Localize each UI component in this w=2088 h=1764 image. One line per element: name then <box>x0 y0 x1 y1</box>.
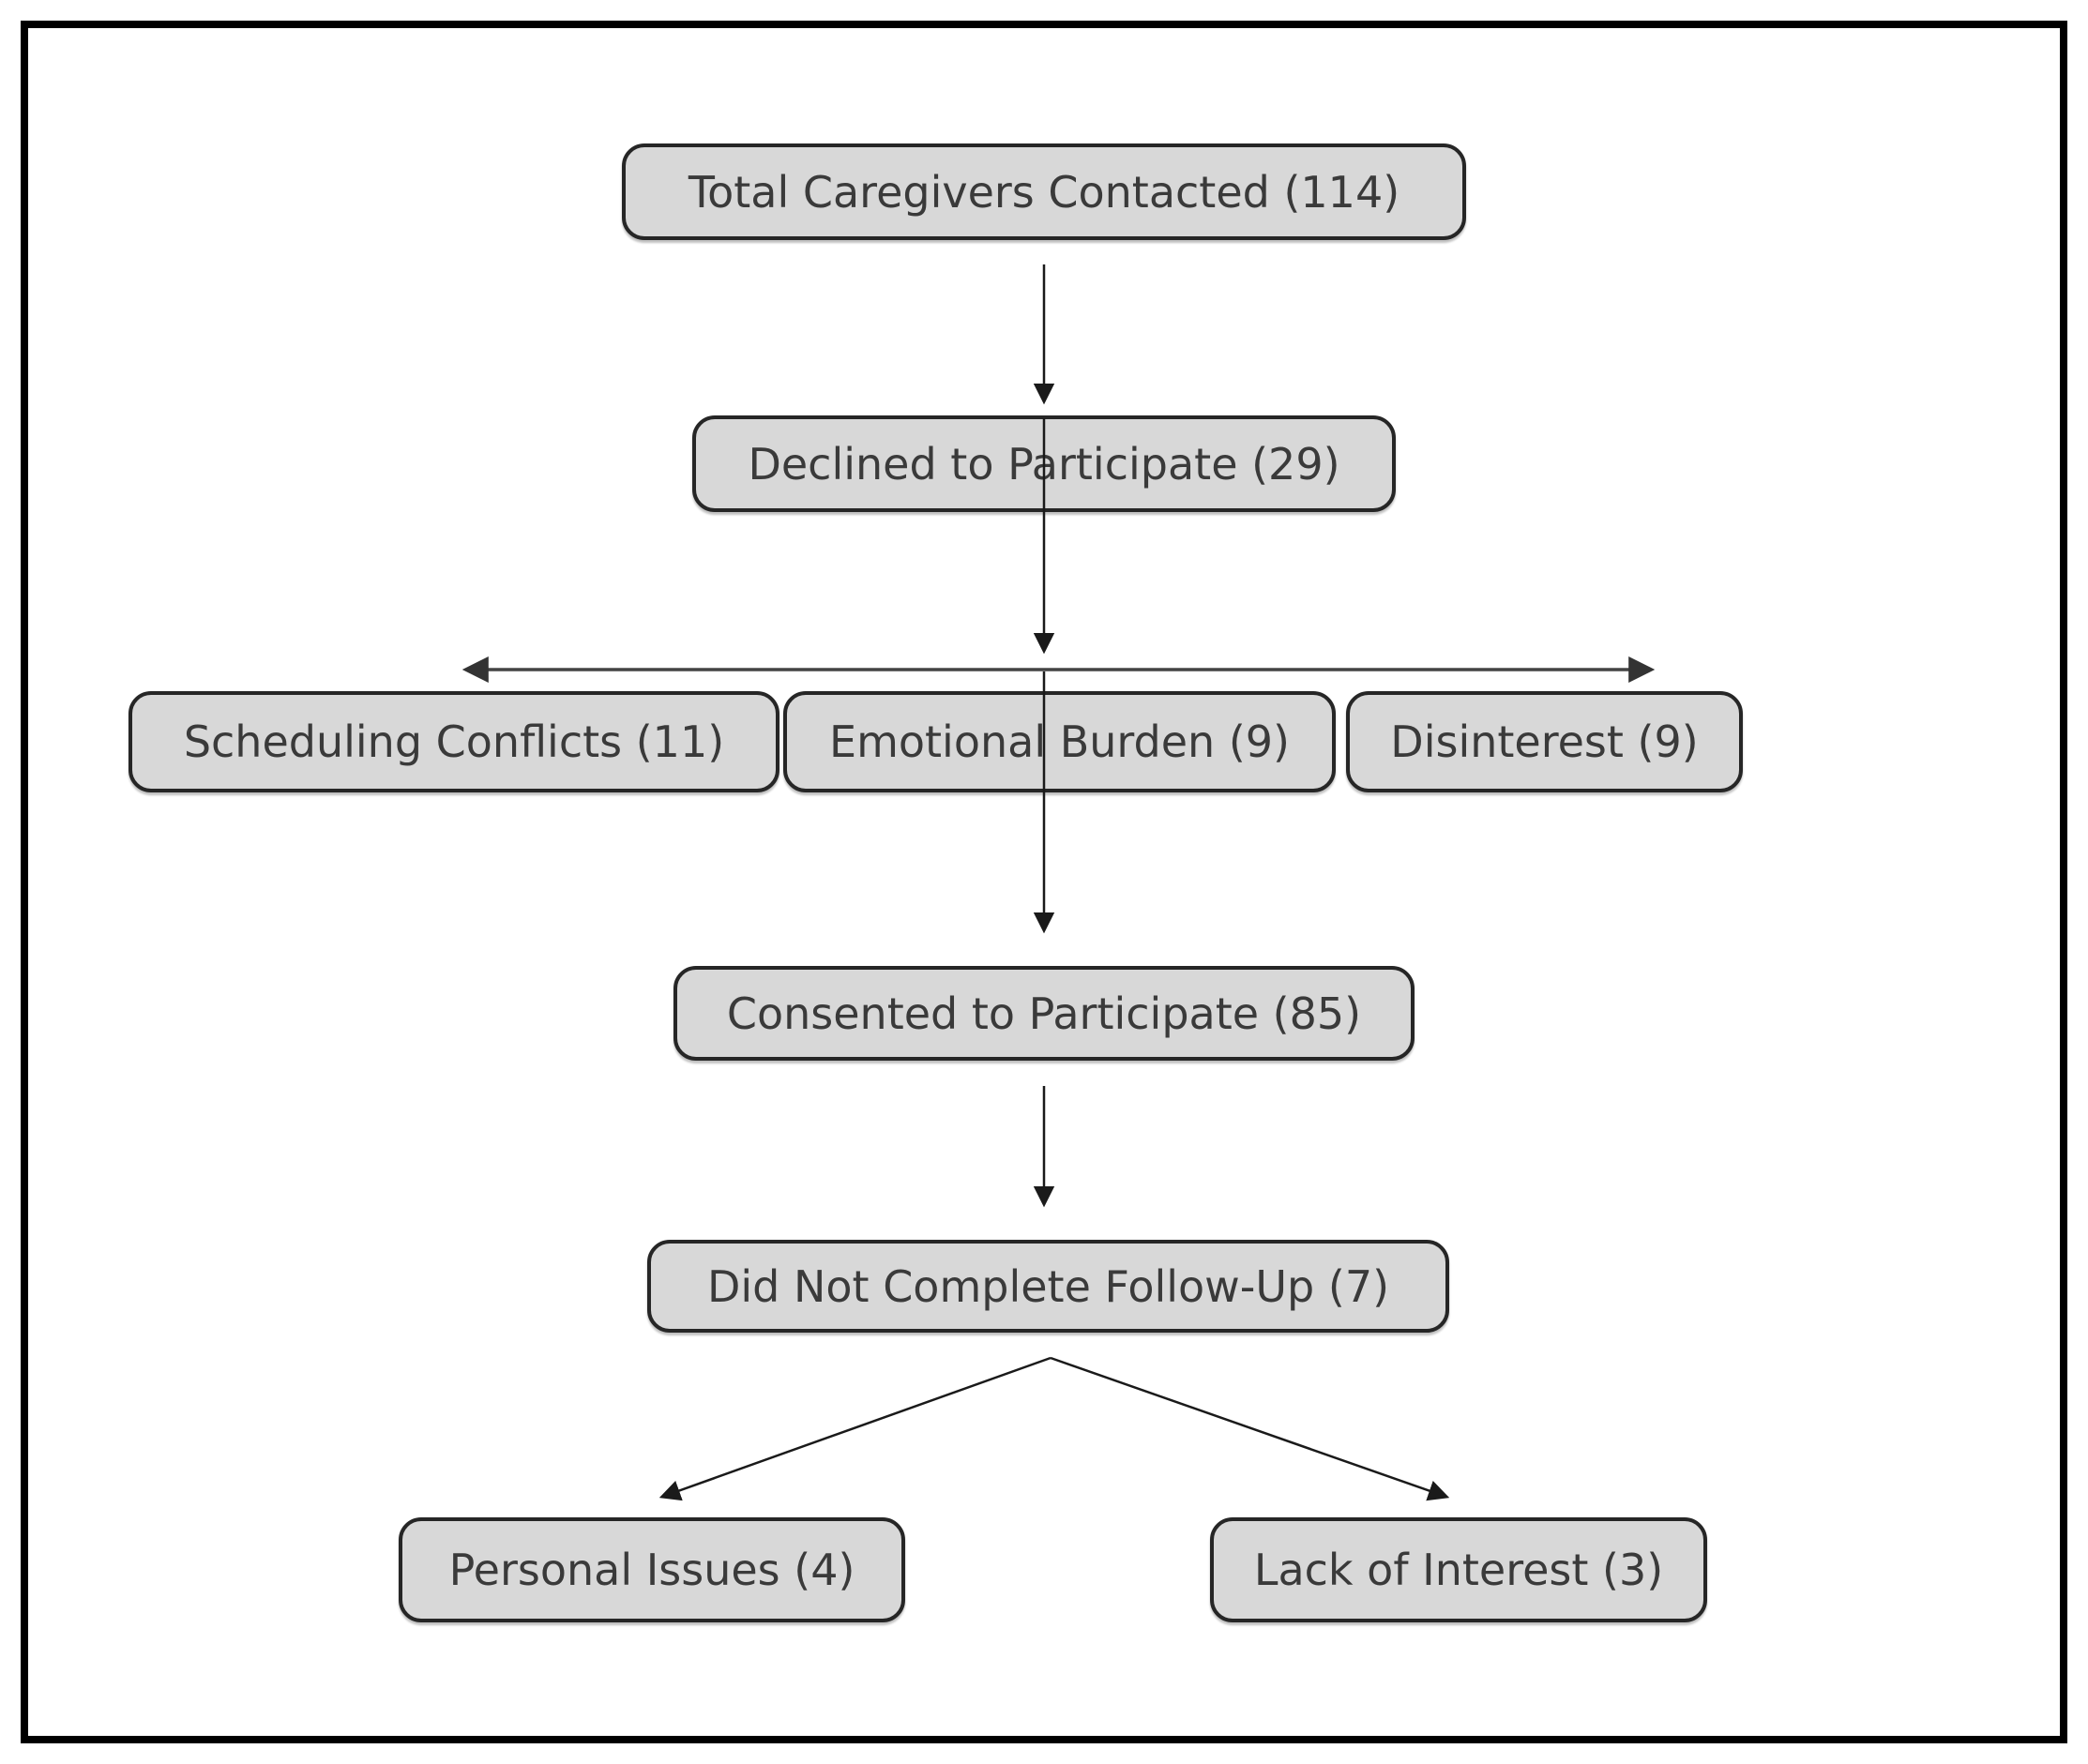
node-label: Declined to Participate (29) <box>748 438 1340 490</box>
arrow-followup-to-personal <box>658 1356 1052 1501</box>
node-label: Total Caregivers Contacted (114) <box>688 166 1400 218</box>
node-personal-issues: Personal Issues (4) <box>399 1517 905 1622</box>
node-consented-to-participate: Consented to Participate (85) <box>673 966 1415 1061</box>
node-label: Did Not Complete Follow-Up (7) <box>706 1260 1390 1312</box>
node-label: Lack of Interest (3) <box>1253 1545 1664 1595</box>
arrow-followup-to-lack <box>1050 1356 1450 1501</box>
node-label: Personal Issues (4) <box>448 1545 855 1595</box>
node-disinterest: Disinterest (9) <box>1346 691 1743 792</box>
node-declined-to-participate: Declined to Participate (29) <box>692 415 1396 512</box>
node-label: Consented to Participate (85) <box>726 988 1362 1039</box>
node-label: Emotional Burden (9) <box>829 716 1290 767</box>
figure-frame <box>21 21 2067 1743</box>
node-did-not-complete-follow-up: Did Not Complete Follow-Up (7) <box>647 1240 1449 1333</box>
node-label: Scheduling Conflicts (11) <box>183 716 725 767</box>
node-emotional-burden: Emotional Burden (9) <box>783 691 1336 792</box>
node-lack-of-interest: Lack of Interest (3) <box>1210 1517 1707 1622</box>
node-label: Disinterest (9) <box>1390 716 1699 767</box>
node-total-caregivers-contacted: Total Caregivers Contacted (114) <box>622 143 1466 240</box>
node-scheduling-conflicts: Scheduling Conflicts (11) <box>129 691 779 792</box>
